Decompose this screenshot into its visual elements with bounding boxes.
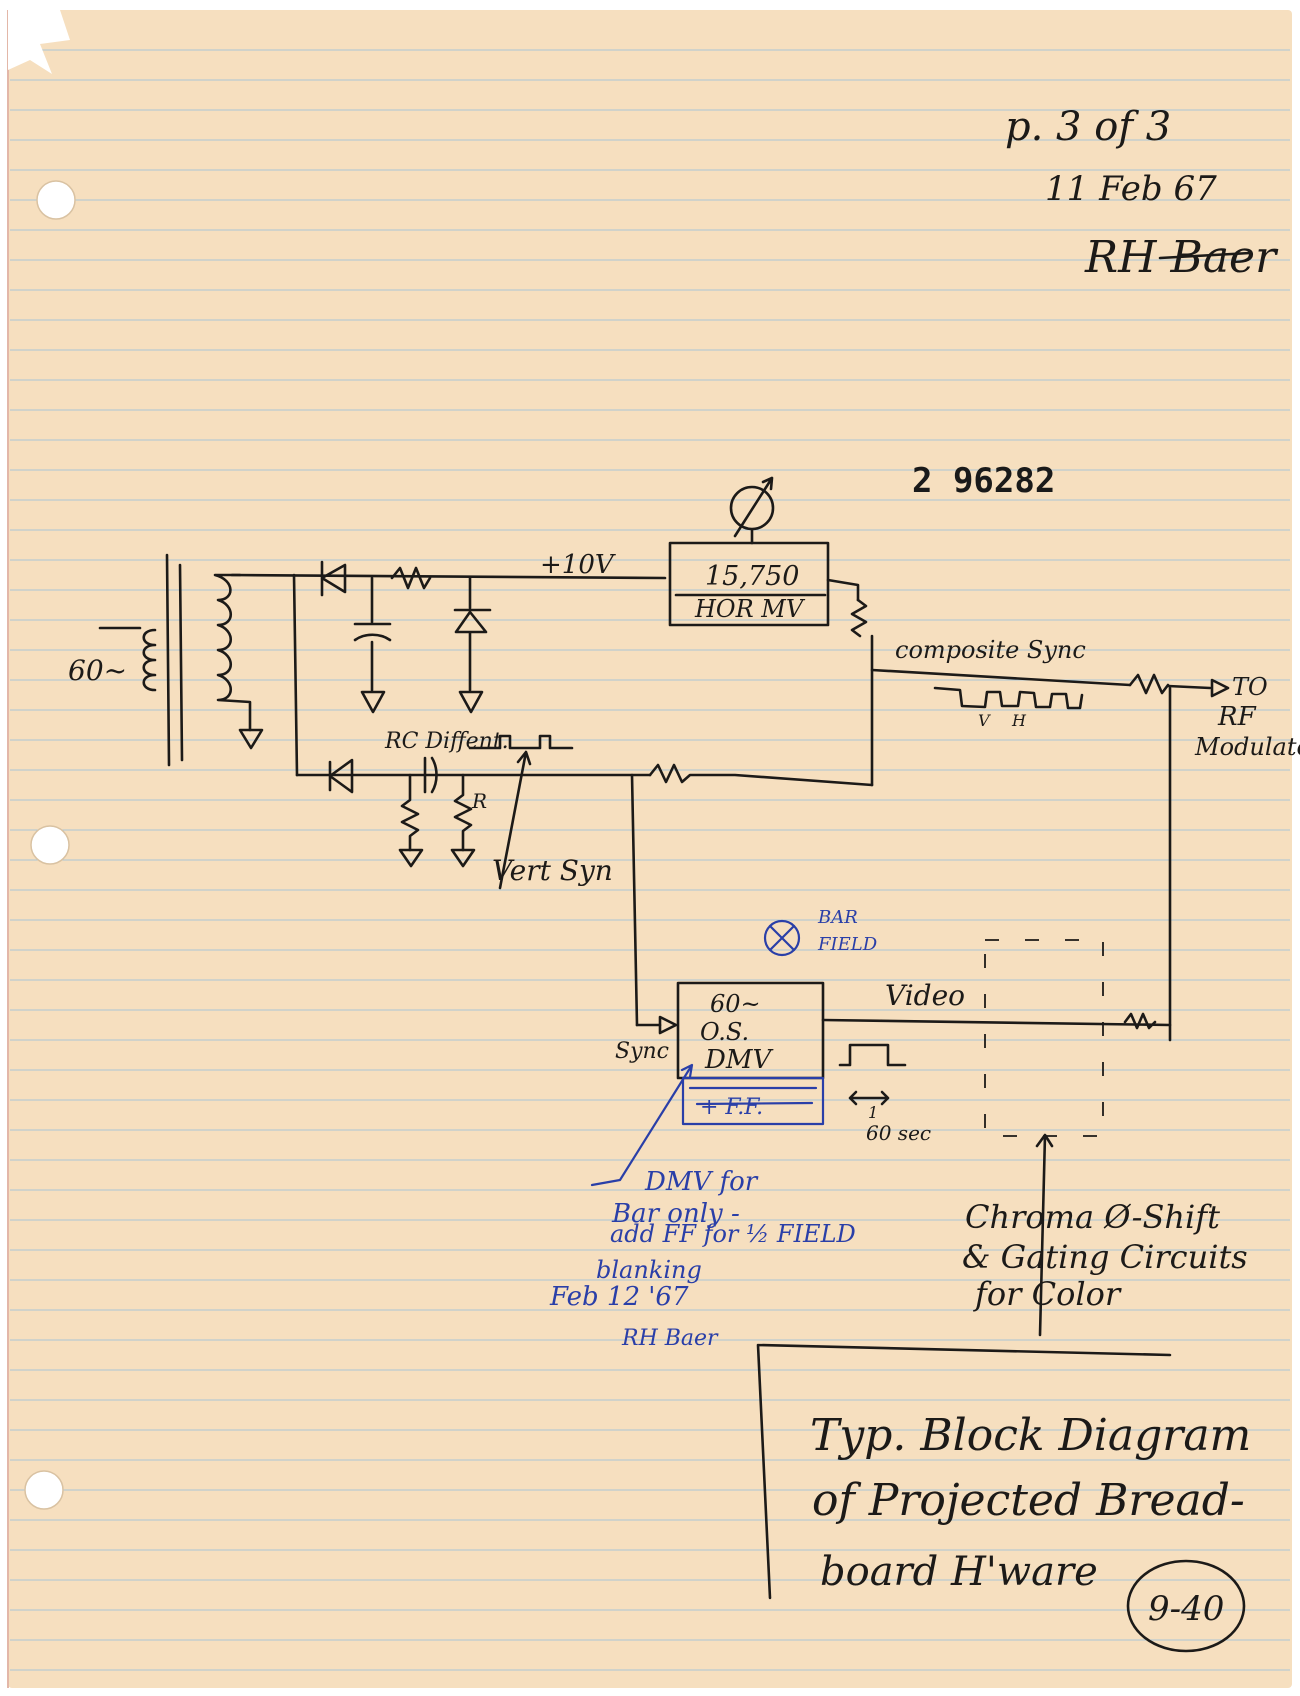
punch-hole-bottom (24, 1470, 64, 1510)
bar-field-label-1: BAR (817, 907, 858, 928)
blue-note-line-6: RH Baer (621, 1326, 719, 1351)
oscillator-output-wire (826, 578, 860, 602)
blue-note-line-5: Feb 12 '67 (549, 1282, 689, 1312)
resistor-rf (1128, 673, 1170, 695)
zener-diode (453, 608, 492, 692)
pulse-width-label: 60 sec (866, 1121, 931, 1145)
rf-output-wire (1166, 684, 1212, 690)
chroma-note-line-1: Chroma Ø-Shift (965, 1198, 1220, 1236)
flip-flop-strikethrough (695, 1101, 814, 1106)
ground-symbol-1 (238, 728, 264, 750)
punch-hole-top (36, 180, 76, 220)
flip-flop-addon-box (681, 1076, 825, 1126)
resistor-top (390, 566, 432, 590)
chroma-note-line-2: & Gating Circuits (962, 1238, 1248, 1276)
blue-note-line-3: add FF for ½ FIELD (610, 1220, 856, 1248)
rf-modulator-label: Modulator (1194, 733, 1300, 761)
rc-capacitor (423, 756, 438, 794)
rf-to-label: TO (1232, 673, 1268, 701)
bar-field-label-2: FIELD (817, 934, 878, 955)
rc-resistor-r (453, 773, 473, 852)
header-date: 11 Feb 67 (1045, 169, 1217, 209)
vert-sync-pointer-arrow (498, 750, 532, 890)
top-rail (230, 573, 667, 580)
sync-input-label: Sync (615, 1039, 669, 1064)
composite-sync-label: composite Sync (895, 636, 1086, 664)
chroma-pointer-arrow (1035, 1133, 1054, 1337)
dmv-one-shot: O.S. (700, 1018, 749, 1046)
corner-tag: 9-40 (1148, 1589, 1224, 1629)
ruled-lines (10, 49, 1290, 1671)
transformer-core-right (178, 563, 184, 762)
transformer-primary-coil (98, 626, 157, 692)
horizontal-oscillator-type: HOR MV (694, 595, 806, 623)
sync-pulse-h-label: H (1011, 711, 1027, 730)
oscillator-adjust-arrow (733, 476, 774, 545)
bar-field-knob-cross (768, 924, 796, 952)
paper-background (8, 10, 1292, 1688)
blue-note-line-1: DMV for (644, 1167, 759, 1197)
dmv-name: DMV (704, 1045, 773, 1075)
video-output-line (821, 1018, 1172, 1027)
sync-input-arrow-icon (658, 1015, 678, 1035)
rf-arrow-icon (1210, 678, 1230, 698)
ground-symbol-5 (450, 848, 476, 868)
corner-tag-oval (1126, 1559, 1246, 1653)
diode-bottom (328, 758, 354, 794)
chroma-note-line-3: for Color (973, 1275, 1122, 1313)
sync-feed-vertical (630, 773, 639, 1027)
resistor-output (850, 598, 868, 638)
torn-corner (8, 10, 70, 74)
resistor-r-label: R (471, 789, 487, 813)
blue-note-line-4: blanking (596, 1256, 702, 1284)
composite-sync-line (870, 668, 1132, 687)
blue-note-line-2: Bar only - (611, 1199, 740, 1229)
left-vertical-rail (292, 573, 299, 777)
filter-capacitor (353, 622, 392, 692)
rc-differentiator-label: RC Diffent. (384, 729, 509, 754)
caption-line-3: board H'ware (820, 1549, 1098, 1595)
sync-pulse-v-label: V (978, 711, 991, 730)
rf-label: RF (1217, 702, 1257, 732)
vert-sync-pulse-waveform (468, 734, 574, 750)
ground-symbol-4 (398, 848, 424, 868)
ground-symbol-2 (360, 690, 386, 714)
video-label: Video (885, 979, 965, 1012)
sync-waveform (933, 686, 1084, 710)
ac-input-label: 60~ (68, 654, 127, 687)
stamp-number: 2 96282 (912, 461, 1055, 501)
dmv-freq: 60~ (710, 990, 761, 1018)
blue-annotations: BAR FIELD + F.F. DMV for Bar only - add … (549, 907, 878, 1351)
horizontal-oscillator-box (668, 541, 830, 627)
plus-voltage-label: +10V (540, 550, 616, 580)
resistor-bottom (648, 763, 874, 787)
transformer-core-left (165, 553, 171, 767)
diode-top (320, 560, 347, 597)
video-pulse-waveform (838, 1043, 907, 1067)
rc-cap-resistor-to-ground (400, 773, 420, 852)
circuit-diagram: 60~ +10V 15,750 HOR MV composite Sync V (68, 476, 1300, 1337)
pulse-width-arrow (848, 1090, 890, 1106)
punch-hole-middle (30, 825, 70, 865)
horizontal-oscillator-freq: 15,750 (705, 561, 799, 592)
caption-bracket (756, 1343, 1172, 1600)
vert-sync-label: Vert Syn (492, 854, 613, 887)
signature-underline (1158, 251, 1252, 260)
blue-pointer-arrow (590, 1063, 694, 1187)
video-resistor (1123, 1012, 1157, 1030)
transformer-secondary-coil (213, 573, 252, 732)
flip-flop-struck-label: + F.F. (700, 1095, 763, 1120)
caption-line-1: Typ. Block Diagram (810, 1410, 1251, 1461)
bar-field-knob-icon (763, 919, 801, 957)
caption-line-2: of Projected Bread- (812, 1475, 1245, 1526)
pulse-width-numerator: 1 (868, 1103, 878, 1122)
page-number: p. 3 of 3 (1005, 104, 1171, 150)
ground-symbol-3 (458, 690, 484, 714)
